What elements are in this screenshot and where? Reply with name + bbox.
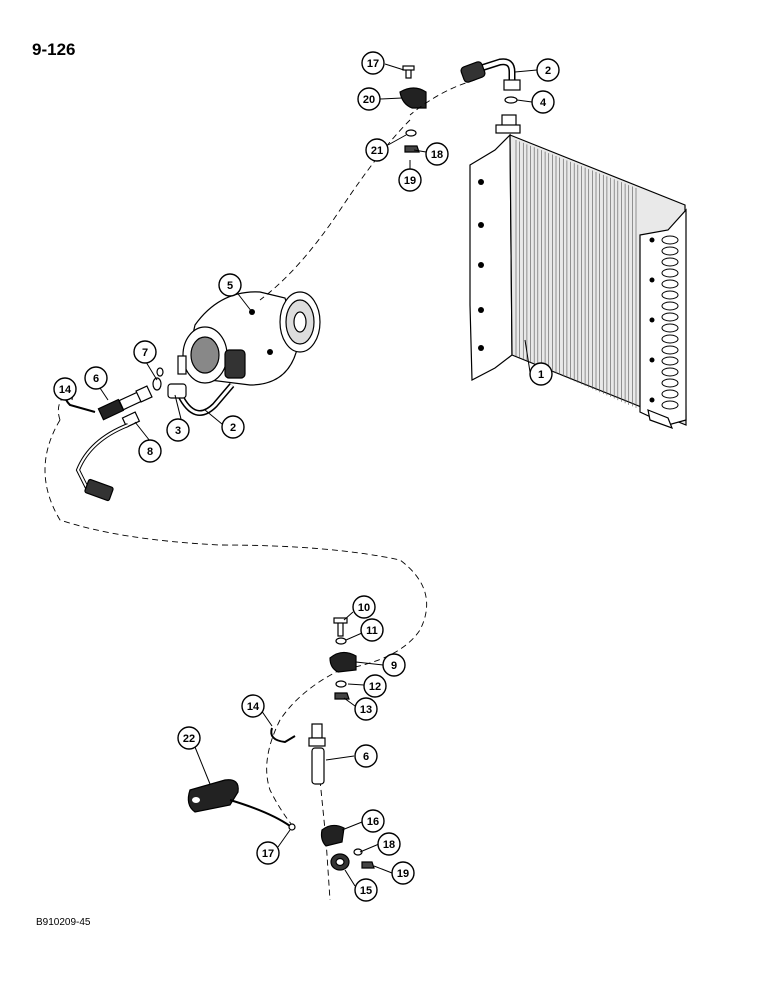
callout-12: 12: [363, 674, 387, 698]
svg-text:7: 7: [142, 347, 148, 359]
svg-text:1: 1: [538, 369, 544, 381]
discharge-hose-illustration: [460, 58, 521, 104]
callout-1: 1: [529, 362, 553, 386]
callout-17-bottom: 17: [256, 841, 280, 865]
callout-20: 20: [357, 87, 381, 111]
svg-text:2: 2: [545, 65, 551, 77]
svg-text:12: 12: [369, 681, 381, 693]
svg-text:6: 6: [93, 373, 99, 385]
callout-6-bottom: 6: [354, 744, 378, 768]
callout-15: 15: [354, 878, 378, 902]
callout-5: 5: [218, 273, 242, 297]
callout-18-top: 18: [425, 142, 449, 166]
callout-4: 4: [531, 90, 555, 114]
callout-21: 21: [365, 138, 389, 162]
svg-text:21: 21: [371, 145, 383, 157]
svg-text:18: 18: [431, 149, 443, 161]
svg-text:5: 5: [227, 280, 233, 292]
top-clamp-hardware: [399, 65, 427, 153]
svg-text:9: 9: [391, 660, 397, 672]
svg-text:10: 10: [358, 602, 370, 614]
callout-17-top: 17: [361, 51, 385, 75]
callout-2-top: 2: [536, 58, 560, 82]
svg-text:22: 22: [183, 733, 195, 745]
callout-18-bottom: 18: [377, 832, 401, 856]
lower-clamp-hardware: [288, 823, 375, 871]
callout-19-bottom: 19: [391, 861, 415, 885]
svg-text:17: 17: [367, 58, 379, 70]
page-number: 9-126: [32, 40, 76, 59]
figure-code: B910209-45: [36, 917, 91, 928]
svg-text:19: 19: [404, 175, 416, 187]
leader-lines: [71, 63, 538, 887]
callout-7: 7: [133, 340, 157, 364]
callout-6-top: 6: [84, 366, 108, 390]
svg-text:4: 4: [540, 97, 547, 109]
callout-13: 13: [354, 697, 378, 721]
bottom-clamp-hardware: [329, 617, 357, 700]
callout-2-bottom: 2: [221, 415, 245, 439]
callout-11: 11: [360, 618, 384, 642]
condenser-illustration: [469, 114, 687, 430]
callout-14-bottom: 14: [241, 694, 265, 718]
svg-text:14: 14: [247, 701, 260, 713]
svg-text:3: 3: [175, 425, 181, 437]
svg-text:19: 19: [397, 868, 409, 880]
callout-16: 16: [361, 809, 385, 833]
bracket-illustration: [187, 779, 291, 827]
svg-text:6: 6: [363, 751, 369, 763]
svg-text:16: 16: [367, 816, 379, 828]
svg-text:14: 14: [59, 384, 72, 396]
callout-14-top: 14: [53, 377, 77, 401]
svg-text:2: 2: [230, 422, 236, 434]
pressure-switch-illustration: [64, 367, 164, 502]
callout-8: 8: [138, 439, 162, 463]
compressor-illustration: [177, 291, 321, 386]
svg-text:20: 20: [363, 94, 375, 106]
svg-text:8: 8: [147, 446, 153, 458]
callout-19-top: 19: [398, 168, 422, 192]
svg-text:17: 17: [262, 848, 274, 860]
callout-22: 22: [177, 726, 201, 750]
svg-text:15: 15: [360, 885, 372, 897]
callout-3: 3: [166, 418, 190, 442]
svg-text:13: 13: [360, 704, 372, 716]
callout-9: 9: [382, 653, 406, 677]
lower-switch-illustration: [308, 723, 326, 785]
callout-10: 10: [352, 595, 376, 619]
callouts: 17 20 21 19 18 2 4 1 5 7 6 14 8 3 2 10 1…: [53, 51, 560, 902]
svg-text:18: 18: [383, 839, 395, 851]
svg-text:11: 11: [366, 625, 378, 637]
